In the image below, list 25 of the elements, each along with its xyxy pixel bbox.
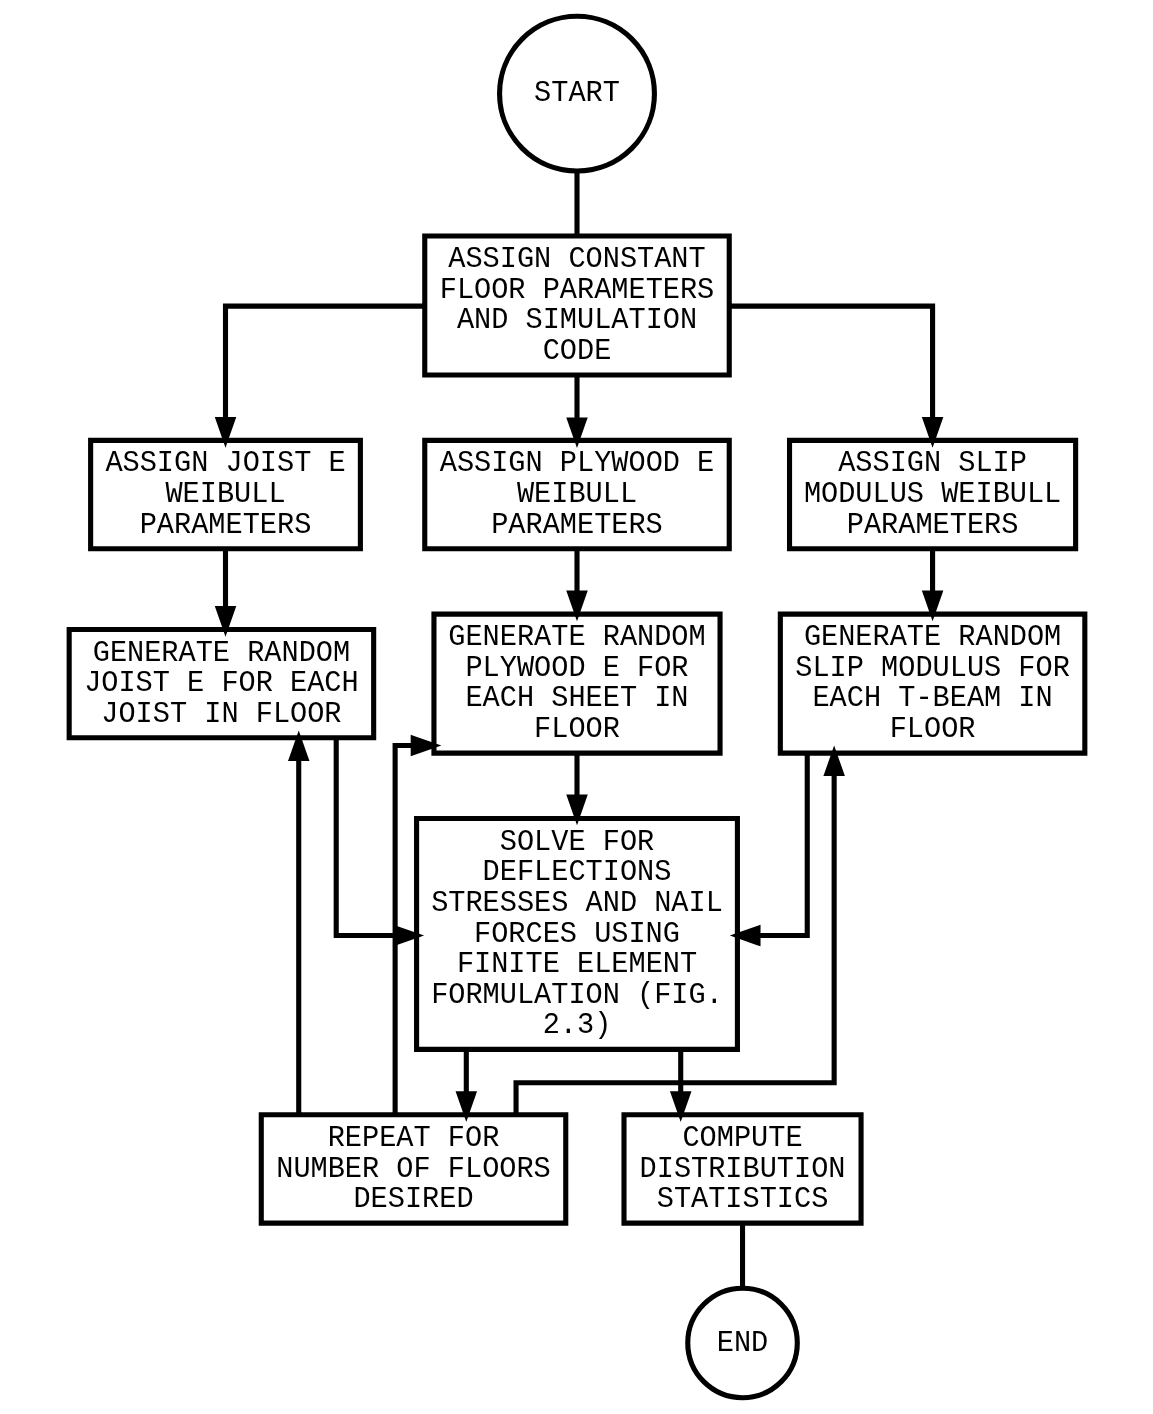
node-box: GENERATE RANDOM PLYWOOD E FOR EACH SHEET IN FLOOR xyxy=(430,611,723,756)
arrow xyxy=(214,549,236,637)
node-box: ASSIGN SLIP MODULUS WEIBULL PARAMETERS xyxy=(786,437,1078,552)
node-box: REPEAT FOR NUMBER OF FLOORS DESIRED xyxy=(258,1112,568,1226)
node-box: ASSIGN PLYWOOD E WEIBULL PARAMETERS xyxy=(421,437,732,552)
connector xyxy=(573,170,580,236)
node-box: GENERATE RANDOM JOIST E FOR EACH JOIST IN FLOOR xyxy=(66,626,376,741)
node-box: COMPUTE DISTRIBUTION STATISTICS xyxy=(620,1112,864,1226)
node-circle: START xyxy=(496,13,657,174)
connector xyxy=(739,1224,745,1289)
arrow xyxy=(565,549,588,622)
node-box: GENERATE RANDOM SLIP MODULUS FOR EACH T-BEAM IN FLOOR xyxy=(777,611,1087,756)
arrow xyxy=(287,730,309,1115)
arrow xyxy=(455,1050,477,1123)
arrow xyxy=(728,303,943,448)
arrow xyxy=(729,753,810,947)
arrow xyxy=(565,753,588,826)
arrow xyxy=(669,1050,691,1123)
node-box: ASSIGN JOIST E WEIBULL PARAMETERS xyxy=(87,437,363,552)
arrow xyxy=(921,549,943,622)
arrow xyxy=(214,303,424,448)
arrow xyxy=(565,375,588,449)
node-box: ASSIGN CONSTANT FLOOR PARAMETERS AND SIMULATION CODE xyxy=(421,233,732,378)
node-box: SOLVE FOR DEFLECTIONS STRESSES AND NAIL FORCES USING FINITE ELEMENT FORMULATION (FIG. 2.3) xyxy=(413,815,740,1052)
node-circle: END xyxy=(684,1285,800,1401)
